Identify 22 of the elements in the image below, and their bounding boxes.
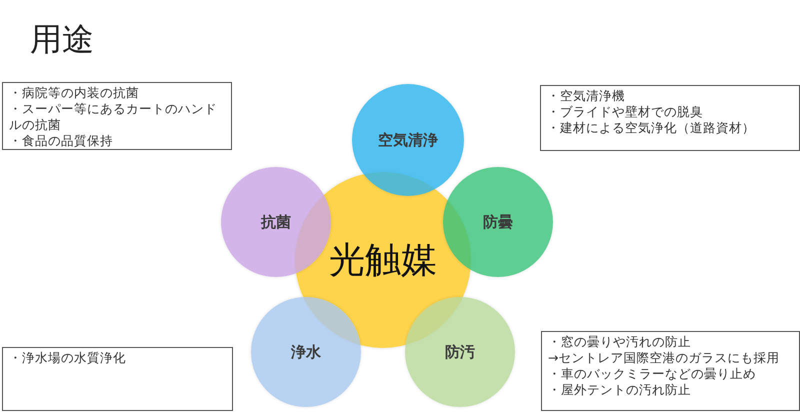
list-item: ・屋外テントの汚れ防止 <box>548 382 692 398</box>
list-item: ・建材による空気浄化（道路資材） <box>547 120 756 136</box>
list-item: ・空気清浄機 <box>547 88 626 104</box>
circle-label: 抗菌 <box>261 212 291 232</box>
list-item: ・車のバックミラーなどの曇り止め <box>548 366 757 382</box>
list-item: ・ブライドや壁材での脱臭 <box>547 104 704 120</box>
circle-label: 浄水 <box>291 342 321 362</box>
note-box <box>2 347 233 411</box>
note-box <box>2 82 232 150</box>
circle-label: 空気清浄 <box>378 130 438 150</box>
list-item: ・スーパー等にあるカートのハンドルの抗菌 <box>9 101 218 133</box>
circle-label: 防曇 <box>483 212 513 232</box>
list-item: ・病院等の内装の抗菌 <box>9 85 140 101</box>
list-item: ・窓の曇りや汚れの防止 <box>548 334 692 350</box>
note-box <box>541 331 800 411</box>
circle-label: 防汚 <box>445 342 475 362</box>
list-item: ・食品の品質保持 <box>9 133 114 149</box>
note-box <box>540 85 800 151</box>
list-item: ・浄水場の水質浄化 <box>9 350 127 366</box>
list-item: →セントレア国際空港のガラスにも採用 <box>548 350 780 366</box>
title: 用途 <box>30 19 94 60</box>
circle-label: 光触媒 <box>329 238 437 282</box>
